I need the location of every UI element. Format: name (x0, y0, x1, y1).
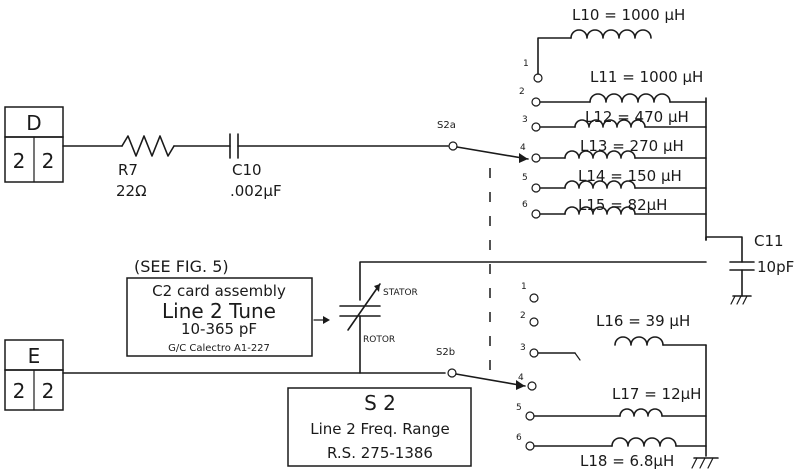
s2b-contact-6 (525, 441, 535, 451)
inductor-l12-label: L12 = 470 μH (585, 108, 689, 126)
s2a-pos-5: 5 (522, 173, 528, 183)
varcap-info-box (126, 277, 313, 357)
connector-d-pin-a: 2 (13, 149, 26, 173)
variable-capacitor-c2 (339, 283, 381, 374)
s2b-contact-3 (529, 348, 539, 358)
switch-box-line3: R.S. 275-1386 (327, 444, 433, 462)
s2b-contact-5 (525, 411, 535, 421)
capacitor-c11-ref: C11 (754, 232, 784, 250)
inductor-l18 (533, 437, 707, 447)
s2b-pos-6: 6 (516, 433, 522, 443)
s2b-contact-2 (529, 317, 539, 327)
s2a-contact-3 (531, 122, 541, 132)
capacitor-c10-value: .002μF (230, 182, 282, 200)
switch-s2b-wiper (455, 373, 526, 387)
s2a-pos-4: 4 (520, 143, 526, 153)
inductor-l11 (539, 93, 707, 103)
resistor-r7-ref: R7 (118, 161, 138, 179)
connector-d: D 2 2 (4, 106, 64, 183)
inductor-l16-label: L16 = 39 μH (596, 312, 690, 330)
connector-e-pin-a: 2 (13, 379, 26, 403)
varcap-rotor-label: ROTOR (363, 335, 395, 345)
switch-s2b-label: S2b (436, 347, 455, 358)
see-fig-note: (SEE FIG. 5) (134, 257, 229, 276)
s2a-pos-2: 2 (519, 87, 525, 97)
inductor-l15 (539, 206, 707, 215)
inductor-l13-label: L13 = 270 μH (580, 137, 684, 155)
switch-s2a-label: S2a (437, 120, 456, 131)
s2b-pos-2: 2 (520, 311, 526, 321)
s2b-contact-4 (527, 381, 537, 391)
s2b-pos-1: 1 (521, 282, 527, 292)
s2a-pos-1: 1 (523, 59, 529, 69)
s2a-contact-2 (531, 97, 541, 107)
inductor-l11-label: L11 = 1000 μH (590, 68, 703, 86)
switch-s2a-arrow (519, 153, 528, 163)
resistor-r7-value: 22Ω (116, 182, 147, 200)
resistor-r7-symbol (121, 135, 175, 157)
inductor-l12 (539, 119, 707, 128)
inductor-l16 (537, 336, 707, 361)
inductor-l18-label: L18 = 6.8μH (580, 452, 674, 470)
s2a-contact-4 (531, 153, 541, 163)
inductor-l10-label: L10 = 1000 μH (572, 6, 685, 24)
connector-d-letter: D (26, 111, 41, 135)
s2b-pos-4: 4 (518, 373, 524, 383)
varcap-line4: G/C Calectro A1-227 (168, 343, 270, 354)
switch-s2b-contacts (525, 293, 539, 451)
switch-s2a-contacts (531, 73, 543, 219)
varcap-line2: Line 2 Tune (162, 299, 276, 323)
capacitor-c11-value: 10pF (757, 258, 794, 276)
switch-s2b-arrow (516, 380, 525, 390)
inductor-l17-label: L17 = 12μH (612, 385, 701, 403)
connector-d-pin-b: 2 (42, 149, 55, 173)
inductor-l10 (537, 29, 652, 75)
s2a-pos-6: 6 (522, 200, 528, 210)
capacitor-c10-symbol (229, 133, 239, 159)
switch-info-box (287, 387, 472, 467)
s2b-pos-5: 5 (516, 403, 522, 413)
s2a-contact-1 (533, 73, 543, 83)
stator-wire (359, 261, 707, 301)
inductor-l15-label: L15 = 82μH (578, 196, 667, 214)
signal-line-d (62, 133, 458, 159)
varcap-line3: 10-365 pF (181, 320, 257, 338)
s2a-contact-6 (531, 209, 541, 219)
inductor-l17 (533, 408, 707, 417)
ground-bottom (691, 457, 719, 469)
inductor-l13 (539, 150, 707, 159)
s2a-contact-5 (531, 183, 541, 193)
connector-e: E 2 2 (4, 339, 64, 411)
capacitor-c10-ref: C10 (232, 161, 262, 179)
inductor-l14 (539, 180, 707, 189)
switch-s2a-wiper (456, 146, 529, 160)
switch-box-line2: Line 2 Freq. Range (310, 420, 450, 438)
switch-s2b-common (447, 368, 457, 378)
capacitor-c11 (705, 236, 755, 305)
connector-e-pin-b: 2 (42, 379, 55, 403)
varcap-stator-label: STATOR (383, 288, 418, 298)
s2b-contact-1 (529, 293, 539, 303)
s2a-pos-3: 3 (522, 115, 528, 125)
connector-e-letter: E (28, 344, 41, 368)
switch-box-line1: S 2 (364, 391, 396, 415)
inductor-l14-label: L14 = 150 μH (578, 167, 682, 185)
switch-s2a-common (448, 141, 458, 151)
varcap-line1: C2 card assembly (152, 282, 286, 300)
s2b-pos-3: 3 (520, 343, 526, 353)
